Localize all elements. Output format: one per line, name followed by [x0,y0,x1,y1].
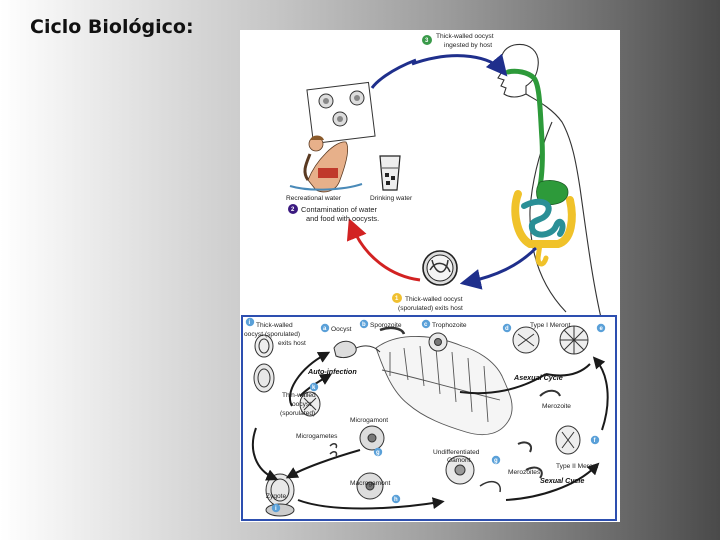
stage-oocyst-label: a Oocyst [320,323,352,333]
stage-drawings [253,325,589,517]
svg-text:Trophozoite: Trophozoite [432,322,467,329]
step-3-label: 3 Thick-walled oocyst ingested by host [422,33,494,49]
svg-text:(sporulated) exits host: (sporulated) exits host [398,305,463,312]
svg-text:i: i [275,506,277,512]
stage-exit-label: i Thick-walled oocyst (sporulated) exits… [244,317,306,347]
svg-text:Thick-walled: Thick-walled [256,322,293,329]
stage-undiff-gamont-label: Undifferentiated Gamont g [433,449,501,464]
svg-text:1: 1 [395,296,399,302]
label-drinking-water: Drinking water [370,195,413,202]
stage-type1-meront-label: d Type I Meront [502,322,570,332]
stage-trophozoite-label: c Trophozoite [421,319,467,329]
svg-text:Thin-walled: Thin-walled [282,392,316,399]
svg-text:Type I Meront: Type I Meront [530,322,570,329]
arrow-ingestion [411,53,508,77]
lifecycle-diagram-panel: Recreational water Drinking water 3 Thic… [240,30,620,522]
sporulated-oocyst-illustration [422,250,458,286]
svg-text:Thick-walled oocyst: Thick-walled oocyst [405,296,463,303]
microgametes-label: Microgametes [296,433,338,440]
svg-text:Type II Meront: Type II Meront [556,463,598,470]
stage-e-label: e [596,323,606,332]
svg-text:Oocyst: Oocyst [331,326,352,333]
svg-text:c: c [424,322,428,328]
arrow-exit [459,246,538,290]
svg-text:f: f [594,438,597,444]
svg-text:g: g [494,458,498,464]
step-2-label: 2 Contamination of water and food with o… [288,204,379,223]
svg-text:Thick-walled oocyst: Thick-walled oocyst [436,33,494,40]
stage-sporozoite-label: b Sporozoite [359,319,402,329]
svg-text:b: b [362,322,366,328]
svg-text:(sporulated): (sporulated) [280,410,315,417]
svg-text:Macrogamont: Macrogamont [350,480,390,487]
stage-thin-walled-label: k Thin-walled oocyst (sporulated) [280,382,319,417]
stage-macrogamont-label: Macrogamont h [350,480,401,503]
svg-text:a: a [323,326,327,332]
svg-text:d: d [505,326,509,332]
step-1-label: 1 Thick-walled oocyst (sporulated) exits… [392,293,463,312]
swimmer-illustration [289,135,363,193]
svg-text:and food with oocysts.: and food with oocysts. [306,214,379,223]
svg-text:Sporozoite: Sporozoite [370,322,402,329]
merozoite-label: Merozoite [542,403,571,410]
stage-zygote-label: Zygote i [266,493,286,512]
svg-text:oocyst (sporulated): oocyst (sporulated) [244,331,300,338]
svg-text:k: k [312,385,316,391]
svg-text:3: 3 [425,38,429,44]
svg-text:g: g [376,450,380,456]
stage-microgamont-label: Microgamont g [350,417,388,456]
arrow-contamination [346,218,421,282]
merozoites-label: Merozoites [508,469,541,476]
svg-text:h: h [394,497,398,503]
svg-text:Contamination of water: Contamination of water [301,205,378,214]
arrow-ingestion-head [370,58,417,89]
svg-text:Undifferentiated: Undifferentiated [433,449,480,456]
slide-title: Ciclo Biológico: [30,16,194,38]
svg-text:Microgamont: Microgamont [350,417,388,424]
oocyst-inset [306,81,376,145]
svg-text:Zygote: Zygote [266,493,286,500]
label-recreational-water: Recreational water [286,195,342,202]
digestive-tract [505,68,576,267]
svg-text:i: i [249,320,251,326]
drinking-glass-illustration [379,155,401,191]
lifecycle-arrows [251,351,609,510]
stage-type2-meront-label: f Type II Meront [556,435,600,470]
sexual-cycle-label: Sexual Cycle [540,476,584,485]
svg-text:ingested by host: ingested by host [444,42,492,49]
auto-infection-label: Auto-infection [307,367,357,376]
svg-text:e: e [600,326,604,332]
svg-text:oocyst: oocyst [292,401,311,408]
svg-text:exits host: exits host [278,340,306,347]
svg-text:Gamont: Gamont [447,457,471,464]
svg-text:2: 2 [291,207,295,213]
epithelial-tissue-illustration [375,336,513,436]
asexual-cycle-label: Asexual Cycle [513,373,563,382]
